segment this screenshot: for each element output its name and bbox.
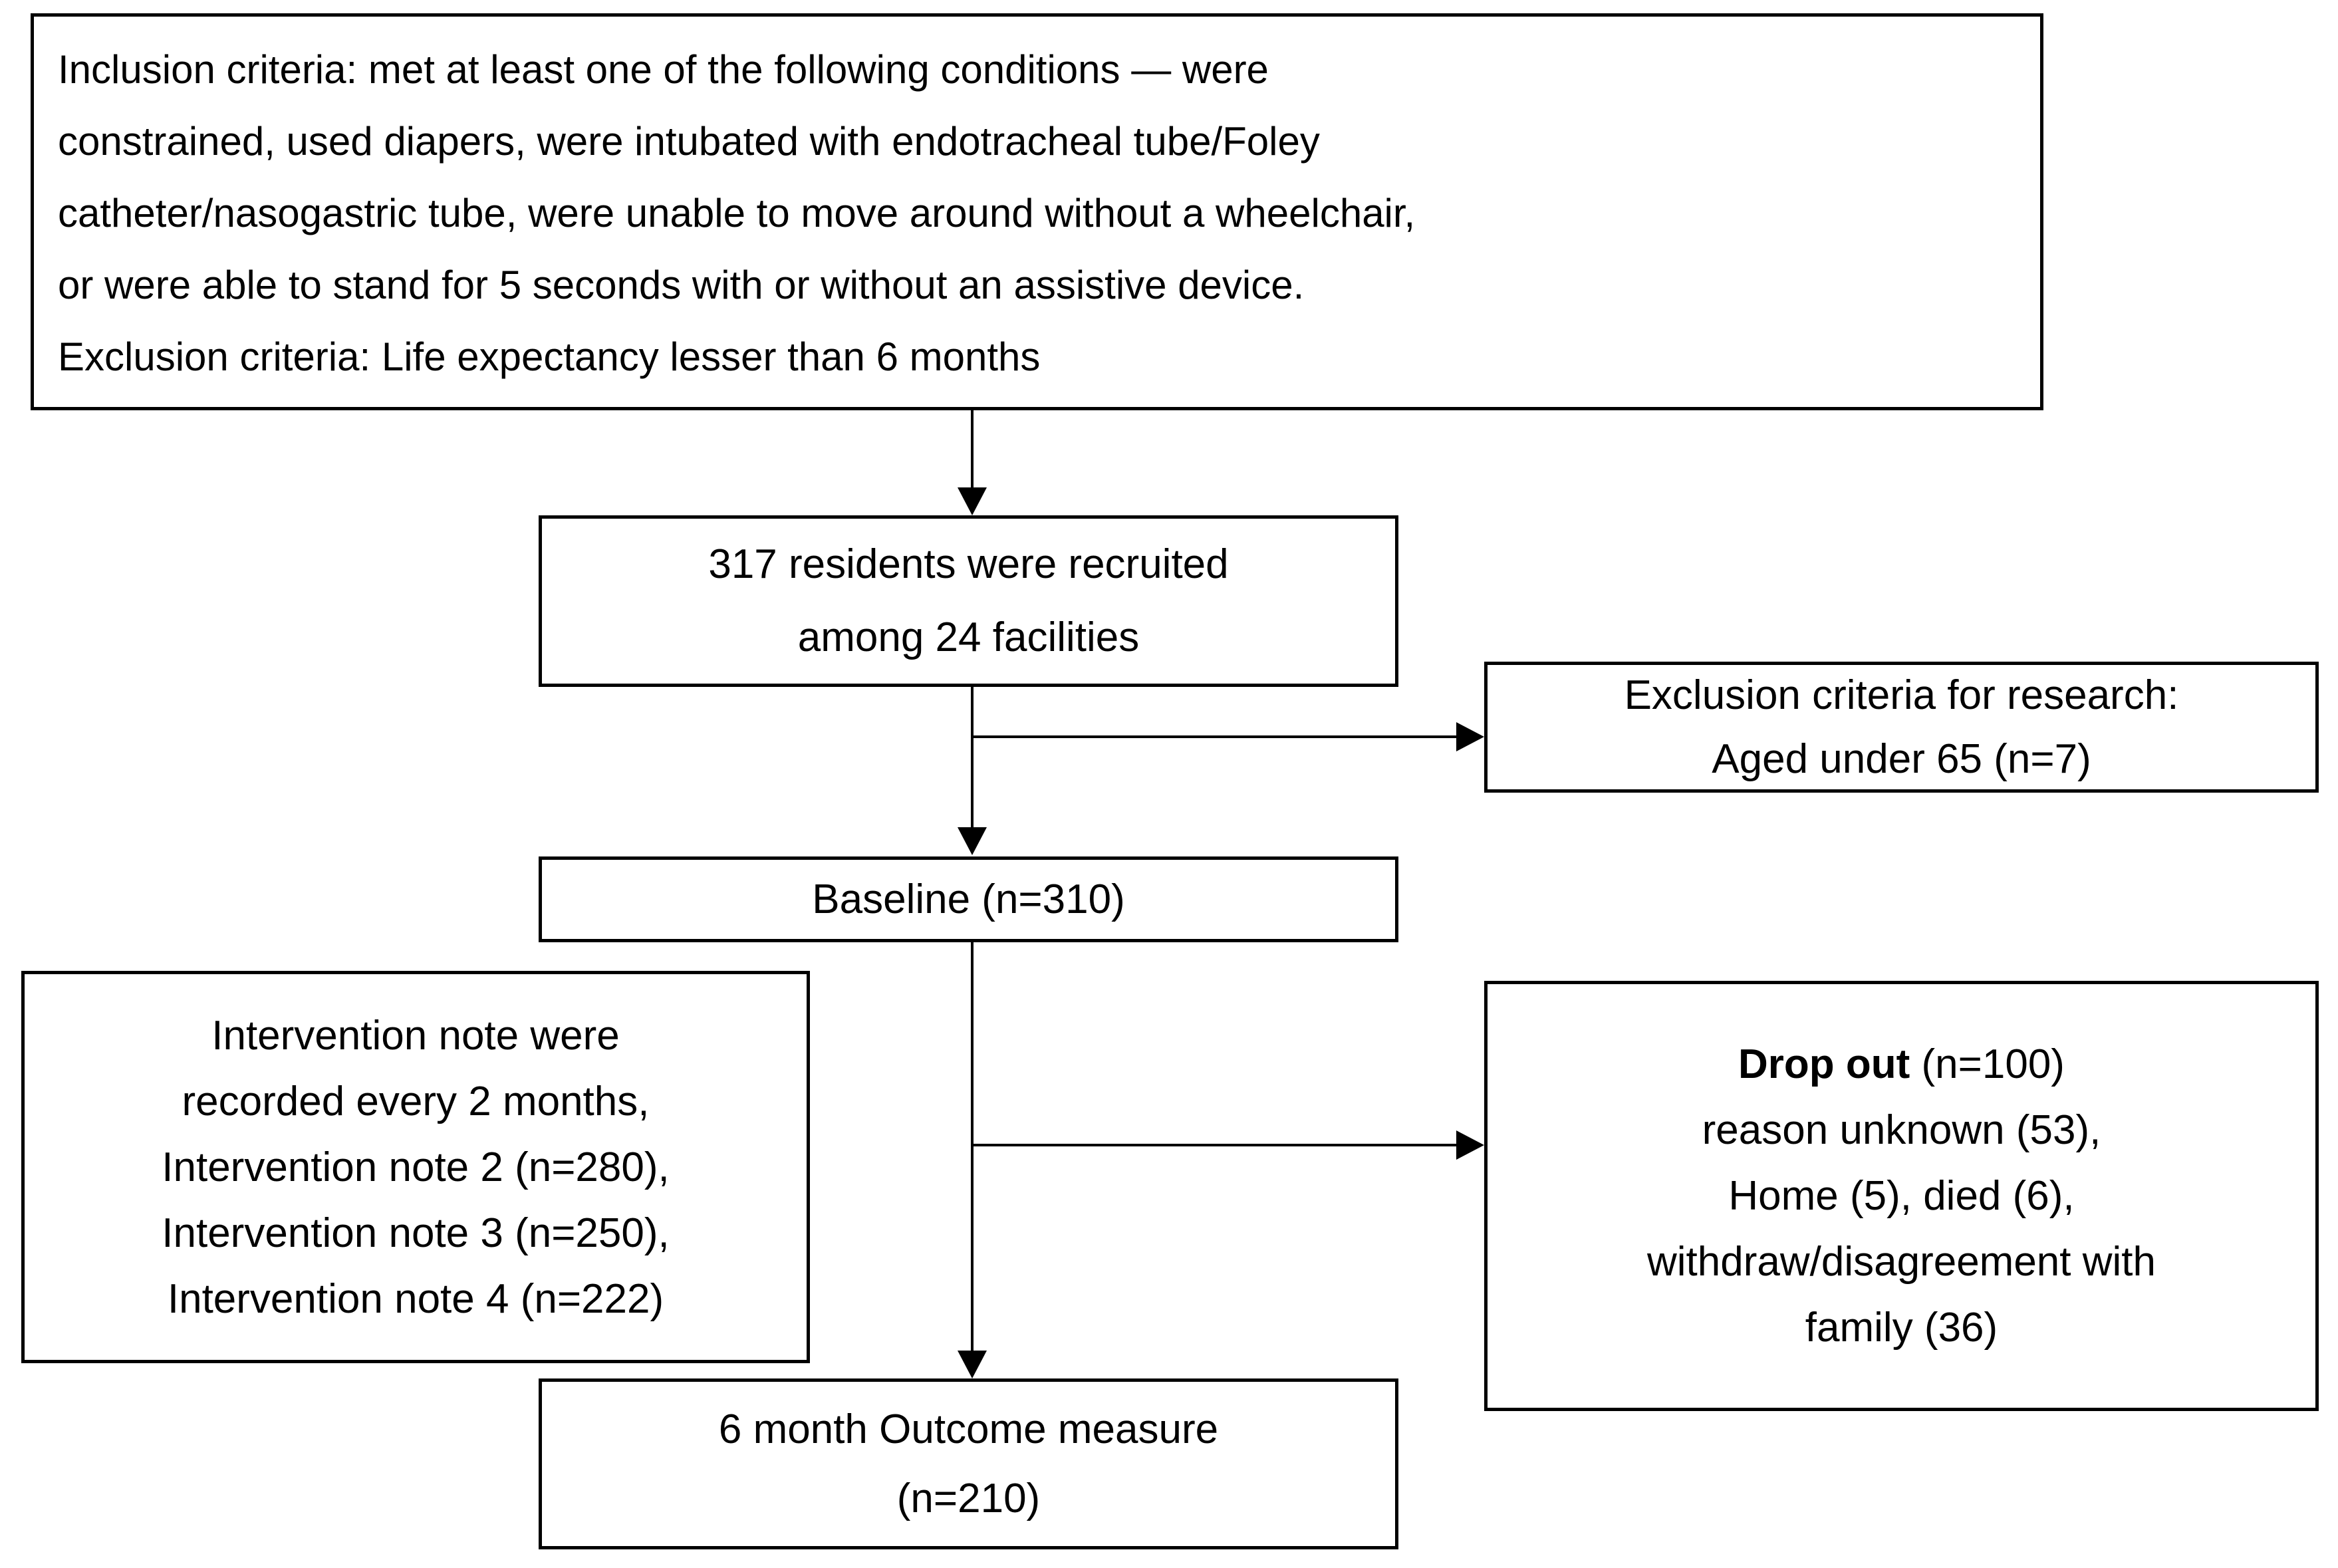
node-exclusion-criteria-research: Exclusion criteria for research: Aged un…	[1484, 662, 2319, 793]
node-recruited-residents: 317 residents were recruited among 24 fa…	[539, 515, 1398, 687]
baseline-line-1: Baseline (n=310)	[812, 876, 1125, 922]
criteria-line-5: Exclusion criteria: Life expectancy less…	[58, 334, 1041, 379]
connector-recruited-to-exclusion	[971, 735, 1460, 738]
node-drop-out: Drop out (n=100) reason unknown (53), Ho…	[1484, 981, 2319, 1411]
dropout-line-1: reason unknown (53),	[1702, 1107, 2101, 1153]
criteria-line-4: or were able to stand for 5 seconds with…	[58, 263, 1305, 307]
dropout-heading: Drop out (n=100)	[1738, 1031, 2065, 1097]
recruited-line-2: among 24 facilities	[797, 614, 1140, 660]
dropout-line-4: family (36)	[1805, 1305, 1998, 1351]
intervention-line-5: Intervention note 4 (n=222)	[167, 1275, 664, 1322]
criteria-line-2: constrained, used diapers, were intubate…	[58, 119, 1320, 164]
arrowhead-baseline-to-outcome	[958, 1351, 987, 1378]
dropout-line-2: Home (5), died (6),	[1728, 1173, 2075, 1219]
exclusion-research-line-2: Aged under 65 (n=7)	[1712, 735, 2091, 782]
intervention-line-3: Intervention note 2 (n=280),	[162, 1144, 670, 1190]
exclusion-research-line-1: Exclusion criteria for research:	[1624, 672, 2179, 718]
node-outcome-measure: 6 month Outcome measure (n=210)	[539, 1378, 1398, 1549]
criteria-line-1: Inclusion criteria: met at least one of …	[58, 47, 1269, 92]
arrowhead-baseline-to-dropout	[1456, 1130, 1484, 1160]
intervention-line-4: Intervention note 3 (n=250),	[162, 1210, 670, 1256]
outcome-line-1: 6 month Outcome measure	[718, 1406, 1219, 1452]
dropout-line-3: withdraw/disagreement with	[1646, 1239, 2156, 1285]
outcome-line-2: (n=210)	[896, 1475, 1041, 1521]
connector-baseline-to-dropout	[971, 1144, 1460, 1146]
intervention-line-2: recorded every 2 months,	[182, 1078, 650, 1124]
arrowhead-recruited-to-exclusion	[1456, 722, 1484, 751]
node-baseline: Baseline (n=310)	[539, 856, 1398, 942]
node-intervention-notes: Intervention note were recorded every 2 …	[21, 971, 810, 1363]
recruited-line-1: 317 residents were recruited	[708, 541, 1229, 587]
connector-criteria-to-recruited	[971, 410, 974, 491]
arrowhead-recruited-to-baseline	[958, 827, 987, 855]
intervention-line-1: Intervention note were	[211, 1012, 620, 1059]
node-inclusion-exclusion-criteria: Inclusion criteria: met at least one of …	[31, 13, 2043, 410]
arrowhead-criteria-to-recruited	[958, 487, 987, 515]
dropout-heading-bold: Drop out	[1738, 1041, 1910, 1087]
connector-recruited-trunk	[971, 687, 974, 830]
connector-baseline-trunk	[971, 942, 974, 1355]
dropout-heading-rest: (n=100)	[1910, 1041, 2065, 1087]
criteria-line-3: catheter/nasogastric tube, were unable t…	[58, 191, 1416, 235]
